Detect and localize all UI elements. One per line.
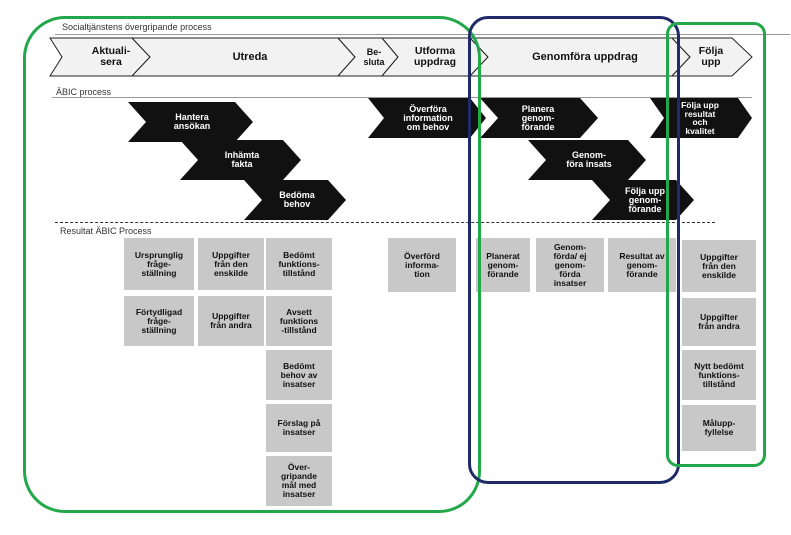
result-divider	[55, 222, 715, 223]
result-process-label: Resultat ÄBIC Process	[60, 226, 152, 236]
result-box-fortydligad-fragestallning: Förtydligad fråge- ställning	[124, 296, 194, 346]
result-box-maluppfyllelse: Målupp- fyllelse	[682, 405, 756, 451]
process-label-aktualisera: Aktuali- sera	[91, 45, 131, 68]
result-box-overford-information: Överförd informa- tion	[388, 238, 456, 292]
result-box-genomforda-insatser: Genom- förda/ ej genom- förda insatser	[536, 238, 604, 292]
chevron-label-bedoma: Bedöma behov	[279, 189, 315, 209]
result-box-uppgifter-andra: Uppgifter från andra	[198, 296, 264, 346]
result-box-uppgifter-andra-uppfoljning: Uppgifter från andra	[682, 298, 756, 346]
chevron-label-folja-resultat: Följa upp resultat och kvalitet	[681, 100, 719, 136]
result-box-bedomt-behov: Bedömt behov av insatser	[266, 350, 332, 400]
result-box-planerat-genomforande: Planerat genom- förande	[476, 238, 530, 292]
top-process-label: Socialtjänstens övergripande process	[62, 22, 212, 32]
utreda-highlight-ring	[23, 16, 481, 513]
result-box-forslag-insatser: Förslag på insatser	[266, 404, 332, 452]
result-box-bedomt-funktionstillstand: Bedömt funktions- tillstånd	[266, 238, 332, 290]
chevron-label-hantera: Hantera ansökan	[173, 111, 211, 131]
process-label-folja: Följa upp	[698, 45, 724, 68]
top-divider	[55, 34, 790, 35]
chevron-planera	[480, 98, 598, 138]
process-arrow-folja	[670, 37, 753, 77]
result-box-ursprunglig-fragestallning: Ursprunglig fråge- ställning	[124, 238, 194, 290]
result-box-resultat-genomforande: Resultat av genom- förande	[608, 238, 676, 292]
chevron-inhamta	[180, 140, 301, 180]
chevron-label-folja-genomforande: Följa upp genom- förande	[625, 185, 665, 214]
genomfora-highlight-ring	[468, 16, 680, 484]
chevron-overfora	[368, 98, 486, 138]
result-box-avsett-funktionstillstand: Avsett funktions -tillstånd	[266, 296, 332, 346]
chevron-label-planera: Planera genom- förande	[521, 103, 555, 132]
folja-upp-highlight-ring	[666, 22, 766, 467]
chevron-hantera	[128, 102, 253, 142]
chevron-genomfora	[528, 140, 646, 180]
process-label-utreda: Utreda	[232, 51, 268, 63]
chevron-folja-resultat	[650, 98, 752, 138]
result-box-uppgifter-enskilde-uppfoljning: Uppgifter från den enskilde	[682, 240, 756, 292]
process-label-genomfora: Genomföra uppdrag	[532, 51, 638, 63]
chevron-bedoma	[244, 180, 346, 220]
abic-process-label: ÄBIC process	[56, 87, 112, 97]
process-label-utforma: Utforma uppdrag	[414, 45, 456, 68]
abic-divider	[52, 97, 752, 98]
chevron-label-genomfora: Genom- föra insats	[566, 149, 612, 169]
chevron-label-overfora: Överföra information om behov	[403, 103, 453, 132]
process-label-besluta: Be- sluta	[363, 47, 385, 67]
result-box-overgripande-mal: Över- gripande mål med insatser	[266, 456, 332, 506]
result-box-uppgifter-enskilde: Uppgifter från den enskilde	[198, 238, 264, 290]
process-arrows	[49, 37, 753, 77]
chevron-label-inhamta: Inhämta fakta	[224, 149, 260, 169]
result-box-nytt-bedomt-funktionstillstand: Nytt bedömt funktions- tillstånd	[682, 350, 756, 400]
